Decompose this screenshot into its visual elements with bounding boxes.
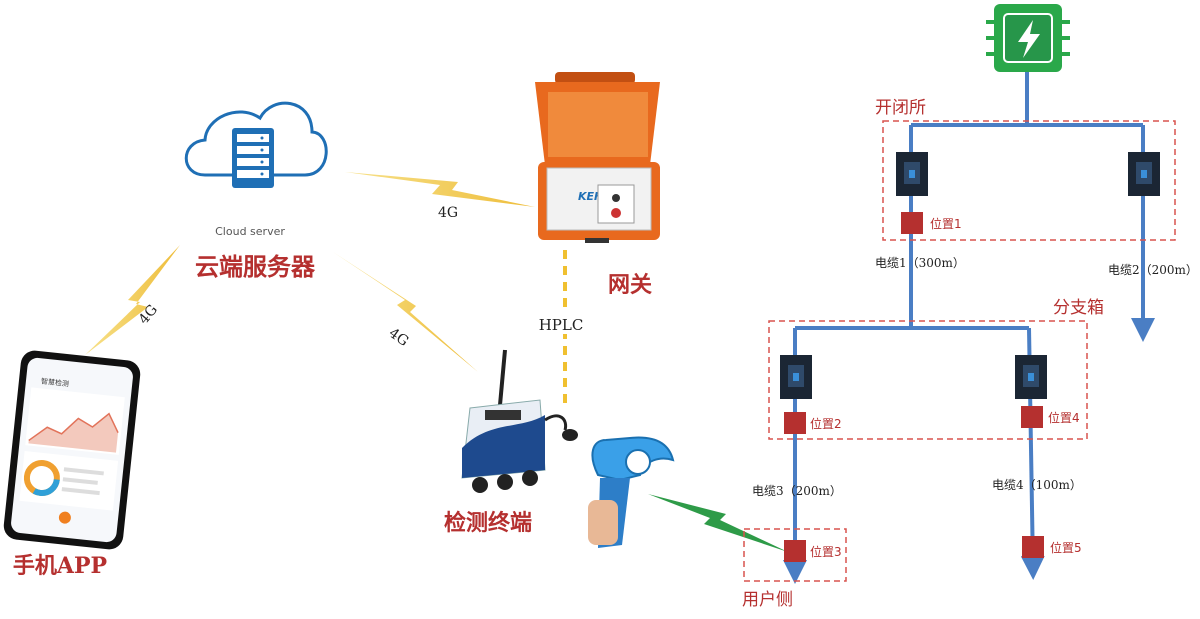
position-marker-4 (1021, 406, 1043, 428)
cloud-title: 云端服务器 (195, 252, 316, 281)
switch-station-label: 开闭所 (875, 98, 926, 118)
position-label-1: 位置1 (930, 216, 962, 231)
cable-label-4: 电缆4（100m） (992, 478, 1082, 492)
branch-box-label: 分支箱 (1053, 298, 1104, 318)
cable-label-2: 电缆2（200m） (1108, 263, 1198, 277)
user-side-box (743, 528, 847, 582)
position-label-5: 位置5 (1050, 540, 1082, 555)
breaker-icon (1128, 152, 1160, 196)
bolt-cloud-phone (85, 245, 180, 355)
user-side-label: 用户侧 (742, 590, 793, 610)
switch-station-box (882, 120, 1176, 241)
terminal-label: 检测终端 (444, 510, 532, 536)
position-marker-1 (901, 212, 923, 234)
position-marker-5 (1022, 536, 1044, 558)
distribution-lines (783, 72, 1155, 584)
phone-header: 智慧检测 (41, 376, 70, 388)
gateway-label: 网关 (608, 272, 652, 298)
phone-label: 手机APP (13, 553, 107, 579)
bolt-cloud-terminal (333, 252, 478, 372)
link-cloud-terminal-label: 4G (386, 325, 412, 350)
branch-box (768, 320, 1088, 440)
power-chip-icon (986, 4, 1070, 72)
bolt-clamp-position3 (648, 494, 788, 552)
position-label-2: 位置2 (810, 416, 842, 431)
terminal-device (461, 349, 578, 493)
phone-device: 智慧检测 (3, 350, 141, 550)
gateway-device: KEHUI (535, 72, 660, 243)
bolt-cloud-gateway (345, 172, 535, 207)
position-label-4: 位置4 (1048, 410, 1080, 425)
link-cloud-gateway-label: 4G (438, 205, 458, 221)
cable-label-3: 电缆3（200m） (752, 484, 842, 498)
breaker-icon (1015, 355, 1047, 399)
cloud-caption: Cloud server (215, 225, 285, 238)
cable-label-1: 电缆1（300m） (875, 256, 965, 270)
clamp-sensor (588, 436, 675, 548)
breaker-icon (780, 355, 812, 399)
cloud-server-icon (184, 101, 328, 188)
breaker-icon (896, 152, 928, 196)
position-marker-3 (784, 540, 806, 562)
hplc-label: HPLC (539, 316, 584, 334)
position-label-3: 位置3 (810, 544, 842, 559)
position-marker-2 (784, 412, 806, 434)
